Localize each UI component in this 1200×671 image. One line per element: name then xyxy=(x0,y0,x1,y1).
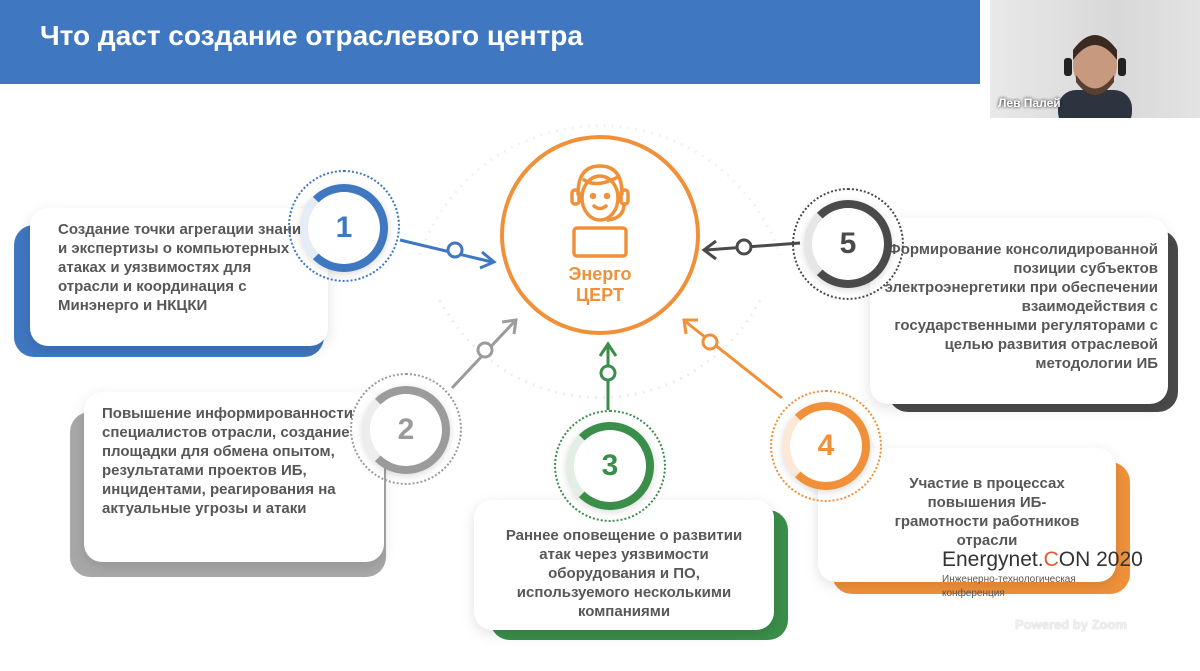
slide-header: Что даст создание отраслевого центра xyxy=(0,0,980,84)
center-circle xyxy=(500,135,700,335)
card-5-text: Формирование консолидированной позиции с… xyxy=(884,241,1158,372)
brand-subtitle-2: конференция xyxy=(942,588,1005,599)
ring-5 xyxy=(792,188,904,300)
center-label-line2: ЦЕРТ xyxy=(576,285,624,305)
brand-name-part3: ON 2020 xyxy=(1058,548,1143,571)
card-3: Раннее оповещение о развитии атак через … xyxy=(474,500,774,630)
ring-1 xyxy=(288,170,400,282)
brand-subtitle-1: Инженерно-технологическая xyxy=(942,574,1076,585)
connector-lines xyxy=(399,124,801,410)
participant-name: Лев Палей xyxy=(998,96,1061,110)
slide-title: Что даст создание отраслевого центра xyxy=(40,20,583,51)
zoom-watermark: Powered by Zoom xyxy=(1015,617,1127,632)
card-2: Повышение информированности специалистов… xyxy=(84,392,384,562)
center-label-line1: Энерго xyxy=(568,264,632,284)
card-2-text: Повышение информированности специалистов… xyxy=(102,405,353,517)
number-1-badge: 1 xyxy=(300,184,388,272)
card-5: Формирование консолидированной позиции с… xyxy=(870,218,1168,404)
number-5-label: 5 xyxy=(839,227,857,260)
number-2-badge: 2 xyxy=(362,386,450,474)
card-4-text: Участие в процессах повышения ИБ-грамотн… xyxy=(894,475,1080,549)
brand-name-part1: Energynet. xyxy=(942,548,1044,571)
number-1-label: 1 xyxy=(335,211,353,244)
energynet-logo: Energynet.CON 2020 Инженерно-технологиче… xyxy=(942,548,1143,600)
number-5-badge: 5 xyxy=(804,200,892,288)
participant-avatar xyxy=(1058,35,1132,118)
card-3-text: Раннее оповещение о развитии атак через … xyxy=(505,527,743,620)
operator-icon xyxy=(570,164,630,258)
number-4-label: 4 xyxy=(817,429,835,462)
ring-4 xyxy=(770,390,882,502)
card-1-text: Создание точки агрегации знаний и экспер… xyxy=(58,221,311,314)
center-label: Энерго ЦЕРТ xyxy=(500,264,700,306)
ring-2 xyxy=(350,373,462,485)
number-3-badge: 3 xyxy=(566,422,654,510)
number-3-label: 3 xyxy=(601,449,619,482)
brand-name-part2: C xyxy=(1043,548,1059,571)
number-2-label: 2 xyxy=(397,413,415,446)
participant-video[interactable]: Лев Палей xyxy=(990,0,1200,118)
number-4-badge: 4 xyxy=(782,402,870,490)
ring-3 xyxy=(554,410,666,522)
card-1: Создание точки агрегации знаний и экспер… xyxy=(30,208,328,346)
